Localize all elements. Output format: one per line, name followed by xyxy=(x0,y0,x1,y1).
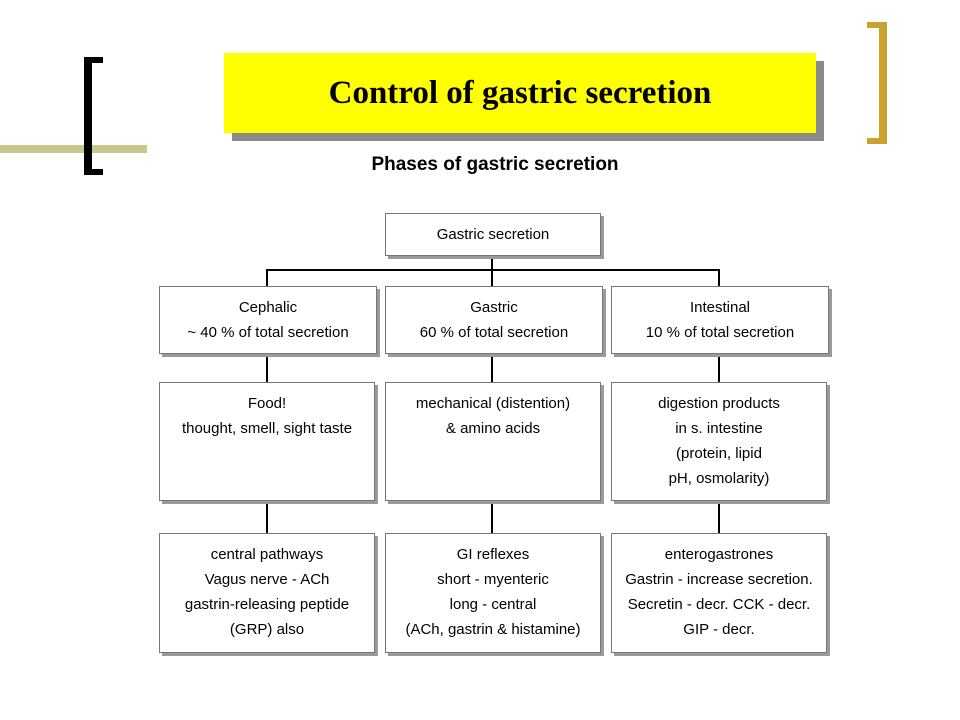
phase-share: 60 % of total secretion xyxy=(419,324,569,341)
connector-col2-top xyxy=(491,269,493,287)
stimulus-line: & amino acids xyxy=(445,420,541,437)
stimulus-node-intestinal: digestion products in s. intestine (prot… xyxy=(611,382,827,501)
stimulus-line: thought, smell, sight taste xyxy=(181,420,353,437)
connector-col1-low xyxy=(266,502,268,534)
connector-col3-top xyxy=(718,269,720,287)
root-node: Gastric secretion xyxy=(385,213,601,256)
stimulus-line: Food! xyxy=(247,395,287,412)
phase-name: Gastric xyxy=(470,299,518,316)
mechanism-line: GI reflexes xyxy=(456,546,530,563)
mechanism-line: short - myenteric xyxy=(437,571,549,588)
slide-title: Control of gastric secretion xyxy=(328,74,712,111)
phase-node-intestinal: Intestinal 10 % of total secretion xyxy=(611,286,829,354)
stimulus-line: in s. intestine xyxy=(675,420,763,437)
right-bracket-bottom xyxy=(867,138,887,144)
right-bracket xyxy=(879,22,887,144)
mechanism-line: long - central xyxy=(449,596,537,613)
phase-share: ~ 40 % of total secretion xyxy=(187,324,349,341)
title-banner: Control of gastric secretion xyxy=(224,53,816,133)
stimulus-line: (protein, lipid xyxy=(676,445,762,462)
stimulus-line: digestion products xyxy=(658,395,780,412)
mechanism-node-cephalic: central pathways Vagus nerve - ACh gastr… xyxy=(159,533,375,653)
mechanism-line: Secretin - decr. CCK - decr. xyxy=(627,596,811,613)
stimulus-node-cephalic: Food! thought, smell, sight taste xyxy=(159,382,375,501)
root-label: Gastric secretion xyxy=(436,226,550,243)
mechanism-line: enterogastrones xyxy=(664,546,774,563)
left-bracket-bottom xyxy=(84,169,103,175)
stimulus-line: mechanical (distention) xyxy=(415,395,571,412)
mechanism-line: (GRP) also xyxy=(229,621,305,638)
connector-col2-low xyxy=(491,502,493,534)
phase-name: Cephalic xyxy=(238,299,298,316)
connector-col1-top xyxy=(266,269,268,287)
phase-share: 10 % of total secretion xyxy=(645,324,795,341)
mechanism-line: (ACh, gastrin & histamine) xyxy=(405,621,581,638)
right-bracket-top xyxy=(867,22,887,28)
mechanism-line: central pathways xyxy=(210,546,324,563)
mechanism-line: Gastrin - increase secretion. xyxy=(625,571,813,588)
phase-node-gastric: Gastric 60 % of total secretion xyxy=(385,286,603,354)
mechanism-line: gastrin-releasing peptide xyxy=(184,596,350,613)
mechanism-line: GIP - decr. xyxy=(683,621,755,638)
accent-line xyxy=(0,145,147,153)
left-bracket-top xyxy=(84,57,103,63)
stimulus-line: pH, osmolarity) xyxy=(668,470,770,487)
connector-col3-low xyxy=(718,502,720,534)
connector-col2-mid xyxy=(491,353,493,383)
phase-node-cephalic: Cephalic ~ 40 % of total secretion xyxy=(159,286,377,354)
diagram-subtitle: Phases of gastric secretion xyxy=(371,154,619,175)
mechanism-node-gastric: GI reflexes short - myenteric long - cen… xyxy=(385,533,601,653)
connector-root-down xyxy=(491,255,493,270)
mechanism-node-intestinal: enterogastrones Gastrin - increase secre… xyxy=(611,533,827,653)
connector-col1-mid xyxy=(266,353,268,383)
left-bracket xyxy=(84,57,92,175)
mechanism-line: Vagus nerve - ACh xyxy=(204,571,330,588)
connector-horizontal xyxy=(266,269,720,271)
connector-col3-mid xyxy=(718,353,720,383)
phase-name: Intestinal xyxy=(689,299,751,316)
stimulus-node-gastric: mechanical (distention) & amino acids xyxy=(385,382,601,501)
